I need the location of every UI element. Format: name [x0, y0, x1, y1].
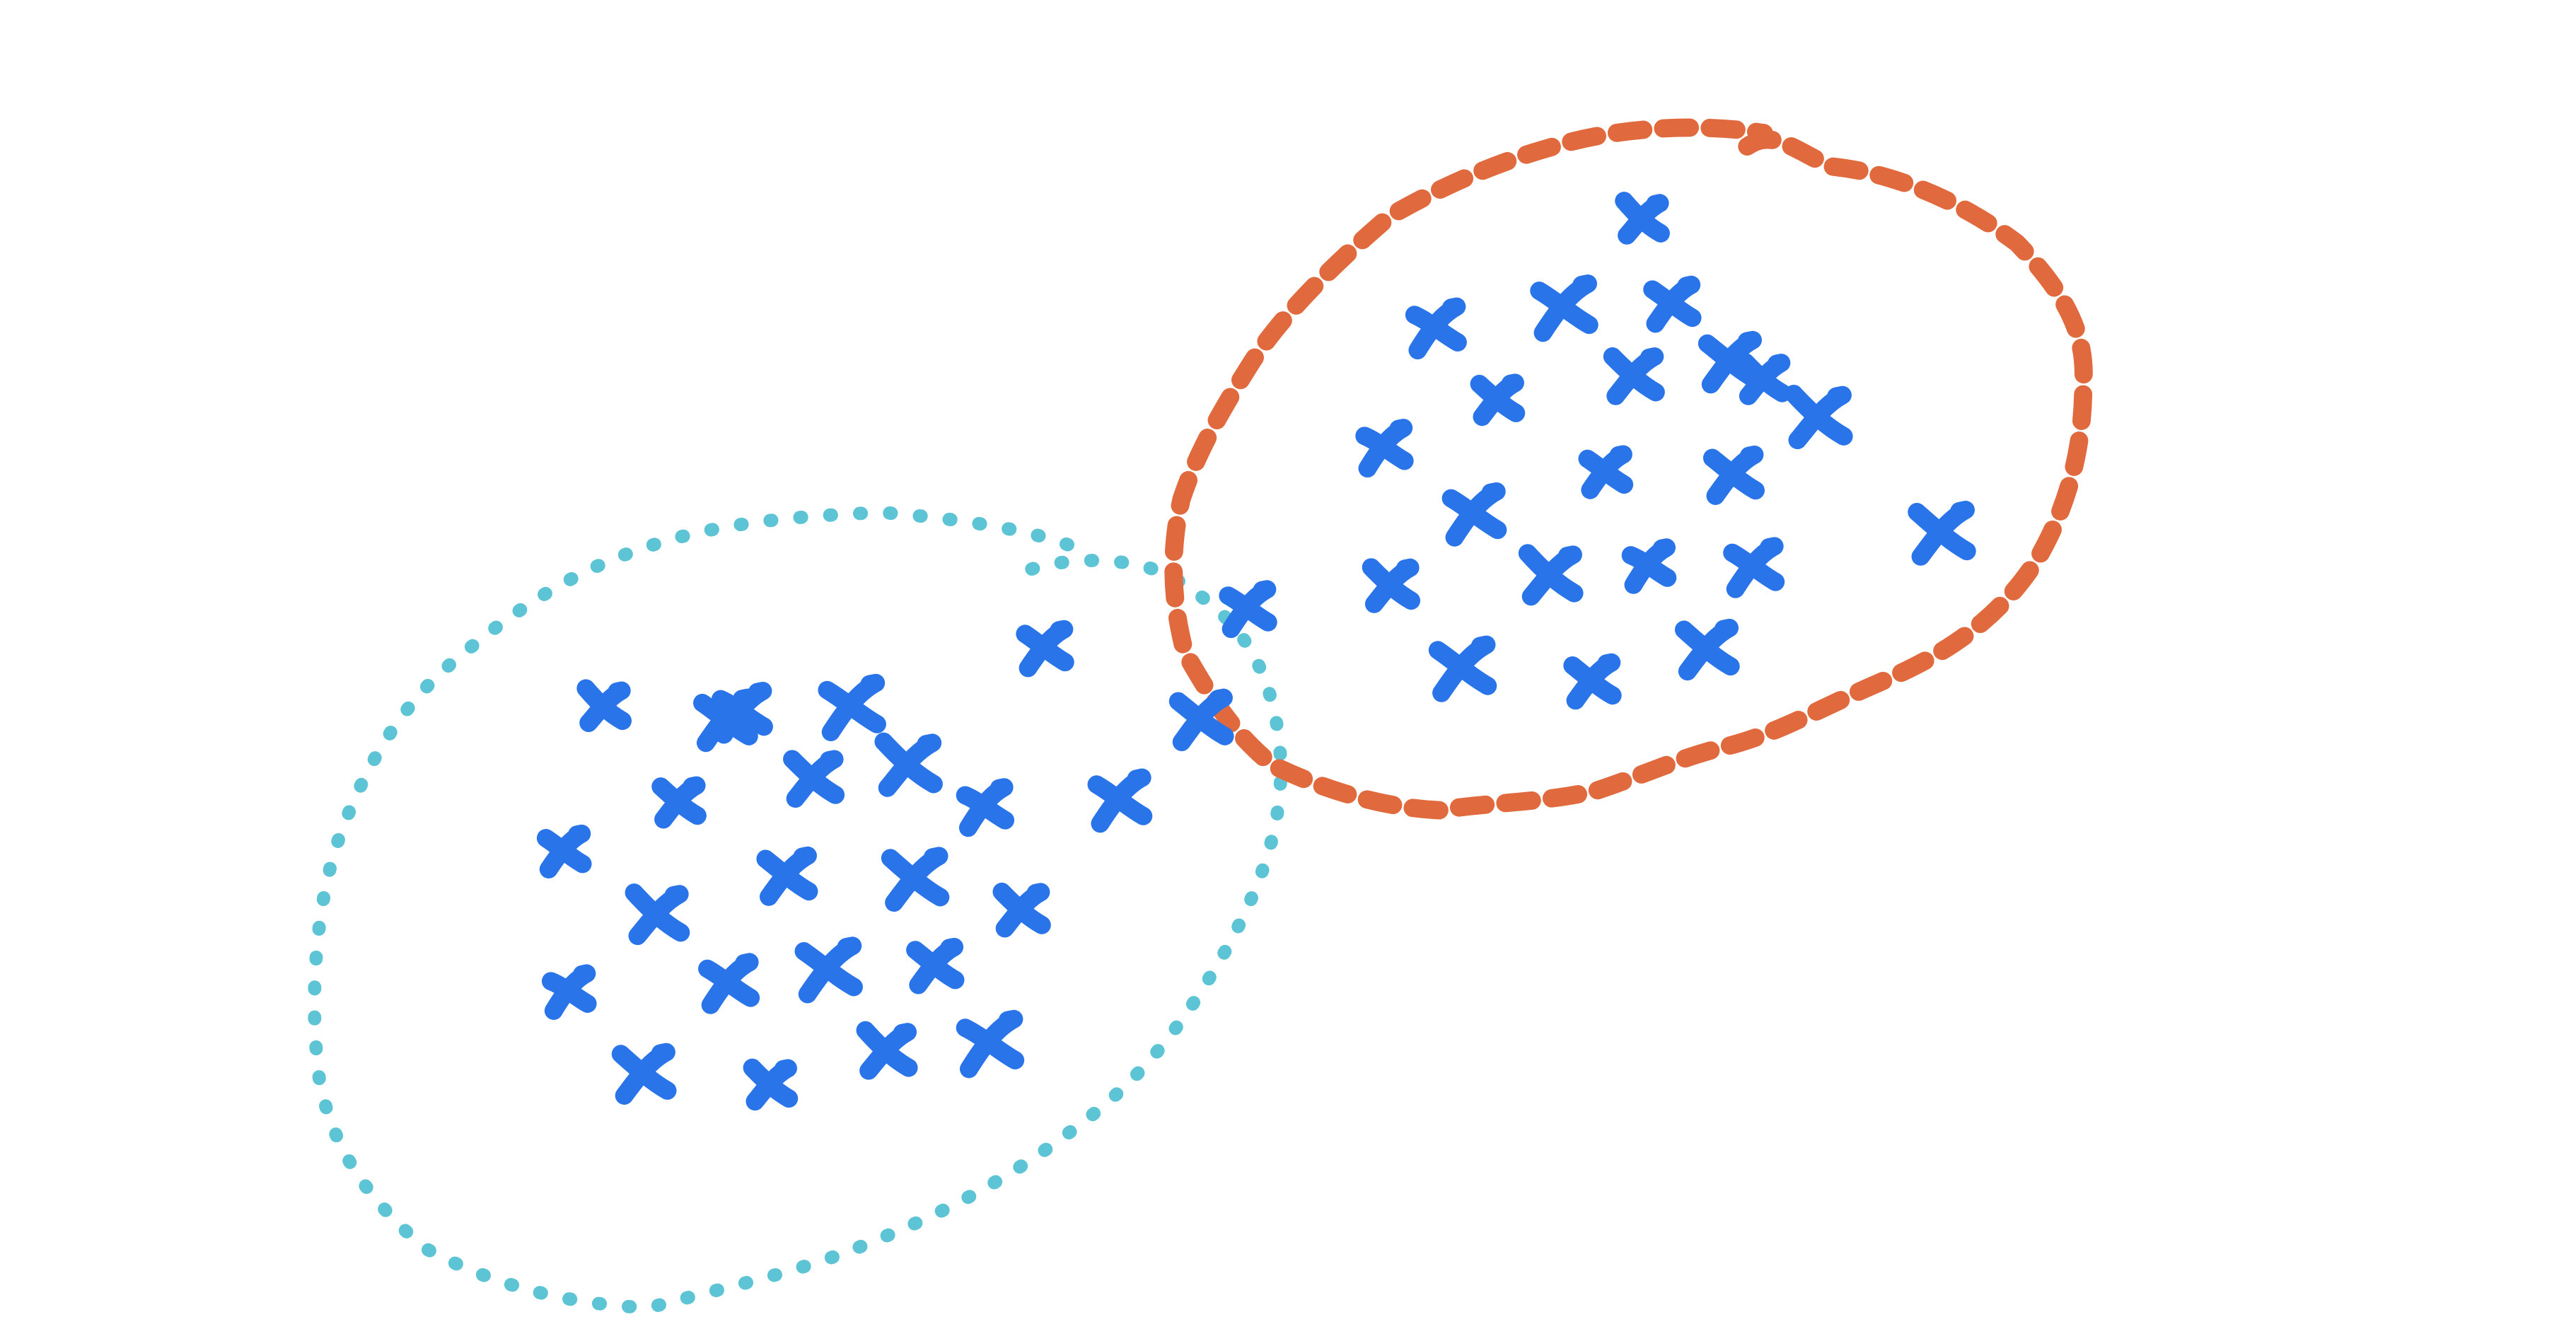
x-mark-icon [906, 938, 965, 994]
cluster-a-boundary [308, 506, 1288, 1315]
cluster-a-point [874, 732, 943, 797]
x-mark-icon [1563, 653, 1622, 710]
cluster-b-point [1736, 353, 1792, 405]
x-mark-icon [956, 778, 1015, 837]
x-mark-icon [1355, 419, 1414, 478]
cluster-a-point [956, 778, 1015, 837]
x-mark-icon [536, 824, 592, 879]
x-mark-icon [576, 679, 632, 733]
x-mark-icon [956, 1009, 1025, 1079]
x-mark-icon [1518, 544, 1584, 606]
x-mark-icon [1219, 580, 1277, 639]
cluster-b-points [1355, 192, 1976, 710]
x-mark-icon [1470, 373, 1526, 426]
x-mark-icon [1785, 384, 1853, 450]
cluster-b-point [1674, 618, 1740, 681]
cluster-b-point [1362, 558, 1421, 613]
x-mark-icon [1530, 274, 1599, 342]
cluster-a-point [881, 847, 950, 912]
cluster-a-points [536, 580, 1277, 1111]
x-mark-icon [541, 964, 597, 1020]
cluster-a-point [625, 883, 690, 946]
cluster-b-point [1355, 419, 1414, 478]
x-mark-icon [698, 953, 760, 1014]
x-mark-icon [1087, 768, 1153, 833]
cluster-b-point [1615, 192, 1670, 245]
x-mark-icon [874, 732, 943, 797]
x-mark-icon [1578, 445, 1634, 499]
x-mark-icon [783, 750, 845, 808]
x-mark-icon [992, 882, 1051, 938]
x-mark-icon [756, 846, 818, 906]
cluster-b-point [1530, 274, 1599, 342]
cluster-b-point [1603, 347, 1665, 405]
cluster-a-point [1087, 768, 1153, 833]
x-mark-icon [1723, 537, 1785, 598]
cluster-b-point [1578, 445, 1634, 499]
x-mark-icon [794, 936, 863, 1004]
x-mark-icon [693, 688, 758, 753]
cluster-a-point [1219, 580, 1277, 639]
cluster-b-point [1643, 275, 1702, 333]
cluster-b-point [1723, 537, 1785, 598]
cluster-a-point [756, 846, 818, 906]
x-mark-icon [1615, 192, 1670, 245]
x-mark-icon [651, 776, 707, 829]
cluster-a-point [956, 1009, 1025, 1079]
cluster-a-point [576, 679, 632, 733]
x-mark-icon [743, 1058, 799, 1111]
cluster-a-point [818, 673, 886, 741]
x-mark-icon [881, 847, 950, 912]
x-mark-icon [818, 673, 886, 741]
cluster-b-point [1785, 384, 1853, 450]
x-mark-icon [1621, 538, 1677, 594]
cluster-a-point [651, 776, 707, 829]
cluster-b-boundary [1164, 118, 2093, 820]
x-mark-icon [1702, 445, 1765, 505]
x-mark-icon [1441, 482, 1507, 547]
cluster-a-point [541, 964, 597, 1020]
cluster-a-point [698, 953, 760, 1014]
x-mark-icon [611, 1043, 677, 1105]
cluster-a-point [611, 1043, 677, 1105]
cluster-b-point [1563, 653, 1622, 710]
cluster-b-point [1441, 482, 1507, 547]
x-mark-icon [1908, 501, 1976, 566]
cluster-a-point [783, 750, 845, 808]
x-mark-icon [856, 1021, 918, 1080]
x-mark-icon [1643, 275, 1702, 333]
x-mark-icon [1405, 297, 1467, 360]
cluster-a-point [906, 938, 965, 994]
cluster-b-point [1518, 544, 1584, 606]
cluster-a-point [1168, 688, 1234, 752]
cluster-b-point [1470, 373, 1526, 426]
x-mark-icon [1428, 635, 1497, 702]
x-mark-icon [1168, 688, 1234, 752]
cluster-a-point [794, 936, 863, 1004]
cluster-a-point [693, 688, 758, 753]
cluster-b-point [1428, 635, 1497, 702]
x-mark-icon [625, 883, 690, 946]
cluster-a-point [743, 1058, 799, 1111]
cluster-b-point [1702, 445, 1765, 505]
x-mark-icon [1362, 558, 1421, 613]
cluster-a-point [536, 824, 592, 879]
cluster-a-point [1016, 620, 1074, 678]
cluster-a-point [856, 1021, 918, 1080]
x-mark-icon [1016, 620, 1074, 678]
cluster-a-point [992, 882, 1051, 938]
x-mark-icon [1674, 618, 1740, 681]
cluster-b-point [1908, 501, 1976, 566]
x-mark-icon [1736, 353, 1792, 405]
x-mark-icon [1603, 347, 1665, 405]
cluster-b-point [1621, 538, 1677, 594]
cluster-b-point [1405, 297, 1467, 360]
